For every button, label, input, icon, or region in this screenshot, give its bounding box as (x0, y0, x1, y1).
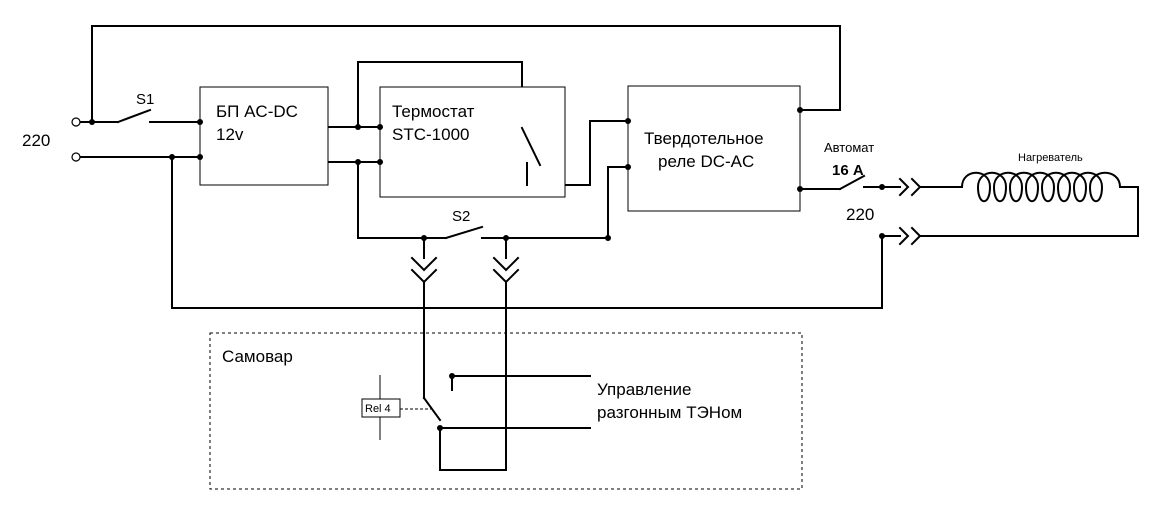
output-voltage-label: 220 (846, 205, 874, 224)
junction-dot (503, 235, 509, 241)
relay-rel4-box (361, 398, 401, 418)
switch-s1-label: S1 (136, 91, 154, 108)
junction-dot (797, 107, 803, 113)
junction-dot (625, 118, 631, 124)
samovar-box (209, 332, 803, 490)
junction-dot (449, 373, 455, 379)
junction-dot (421, 235, 427, 241)
thermostat-contact-blade (520, 126, 542, 167)
junction-dot (377, 159, 383, 165)
thermostat-label-line1: Термостат (392, 102, 475, 121)
junction-dot (437, 425, 443, 431)
junction-dot (89, 119, 95, 125)
junction-dot (879, 233, 885, 239)
wire-top-loop (91, 25, 841, 123)
control-label-line2: разгонным ТЭНом (597, 403, 742, 422)
junction-dot (625, 164, 631, 170)
junction-dots (89, 107, 885, 431)
control-label-line1: Управление (597, 380, 692, 399)
thermostat-box (379, 86, 566, 198)
junction-dot (797, 186, 803, 192)
input-voltage-label: 220 (22, 131, 50, 150)
input-terminal-line (71, 117, 81, 127)
switch-s1-blade (116, 108, 152, 124)
junction-dot (377, 124, 383, 130)
connector-heater-bottom (898, 226, 922, 246)
connector-samovar-left (410, 256, 438, 284)
relay-contact-blade (422, 396, 442, 422)
junction-dot (197, 154, 203, 160)
wire-psu-neg-to-s2 (357, 161, 447, 239)
junction-dot (197, 119, 203, 125)
psu-label-line2: 12v (216, 125, 244, 144)
ssr-label-line1: Твердотельное (644, 129, 764, 148)
wire-samovar-loop (439, 427, 507, 471)
thermostat-label-line2: STC-1000 (392, 125, 469, 144)
input-terminal-neutral (71, 152, 81, 162)
junction-dot (605, 235, 611, 241)
breaker-label-line1: Автомат (824, 140, 874, 155)
psu-label-line1: БП AC-DC (216, 102, 298, 121)
wire-heater-return (919, 186, 1139, 237)
ssr-box (627, 85, 801, 212)
samovar-title: Самовар (222, 347, 293, 366)
switch-s2-blade (444, 225, 484, 240)
switch-s2-label: S2 (452, 208, 470, 225)
junction-dot (355, 124, 361, 130)
heater-coil (960, 171, 1122, 203)
wire-s2-to-ssr (481, 166, 629, 239)
relay-label: Rel 4 (365, 403, 391, 415)
connector-heater-top (898, 177, 922, 197)
wire-neutral-bottom (171, 156, 883, 309)
connector-samovar-right (492, 256, 520, 284)
heater-label: Нагреватель (1018, 152, 1083, 164)
junction-dot (879, 184, 885, 190)
psu-box (199, 86, 329, 186)
ssr-label-line2: реле DC-AC (658, 152, 754, 171)
junction-dot (169, 154, 175, 160)
breaker-blade (838, 174, 866, 191)
breaker-label-line2: 16 А (832, 162, 864, 179)
junction-dot (355, 159, 361, 165)
